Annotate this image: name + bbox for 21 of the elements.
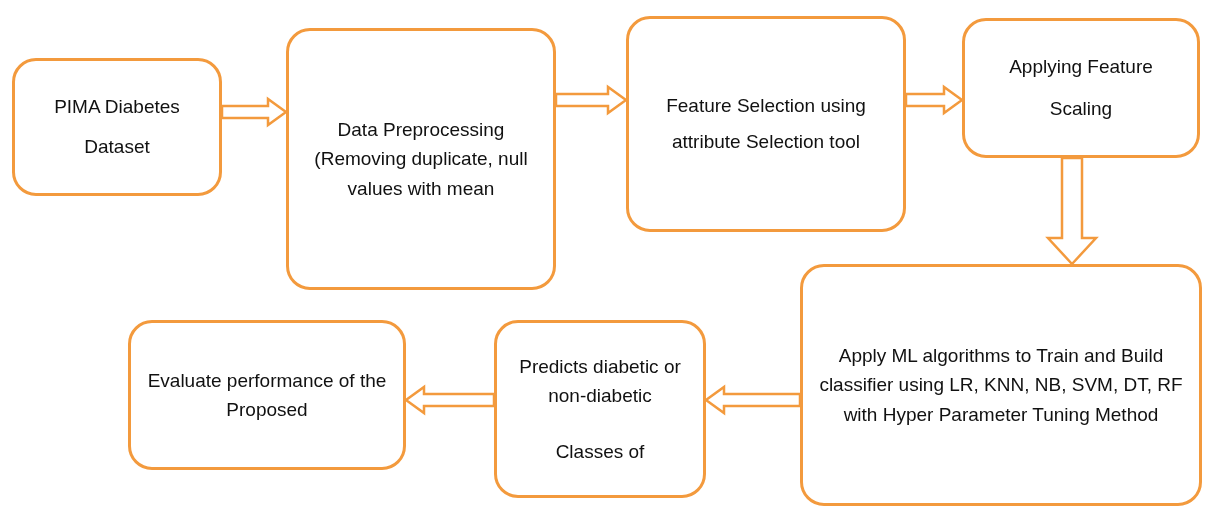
box-text: Evaluate performance of the Proposed — [146, 368, 388, 422]
box-text: Predicts diabetic or non-diabetic — [518, 354, 682, 409]
box-text: Applying Feature Scaling — [1008, 55, 1154, 121]
block-arrow — [703, 384, 802, 416]
process-box — [626, 16, 906, 232]
process-box — [12, 58, 222, 196]
box-text: Apply ML algorithms to Train and Build classifier using LR, KNN, NB, SVM, DT, RF with Hyper Parameter Tuning Method — [818, 343, 1184, 427]
process-box — [800, 264, 1202, 506]
box-text: Feature Selection using attribute Selection tool — [665, 93, 867, 154]
block-arrow — [220, 96, 289, 128]
process-box — [128, 320, 406, 470]
process-box — [494, 320, 706, 498]
block-arrow — [1045, 156, 1099, 266]
box-text: PIMA Diabetes Dataset — [53, 95, 181, 159]
process-box — [286, 28, 556, 290]
box-text: Data Preprocessing (Removing duplicate, null values with mean — [313, 117, 529, 201]
block-arrow — [904, 84, 965, 116]
box-text: Classes of — [555, 439, 645, 464]
block-arrow — [403, 384, 496, 416]
block-arrow — [554, 84, 629, 116]
process-box — [962, 18, 1200, 158]
